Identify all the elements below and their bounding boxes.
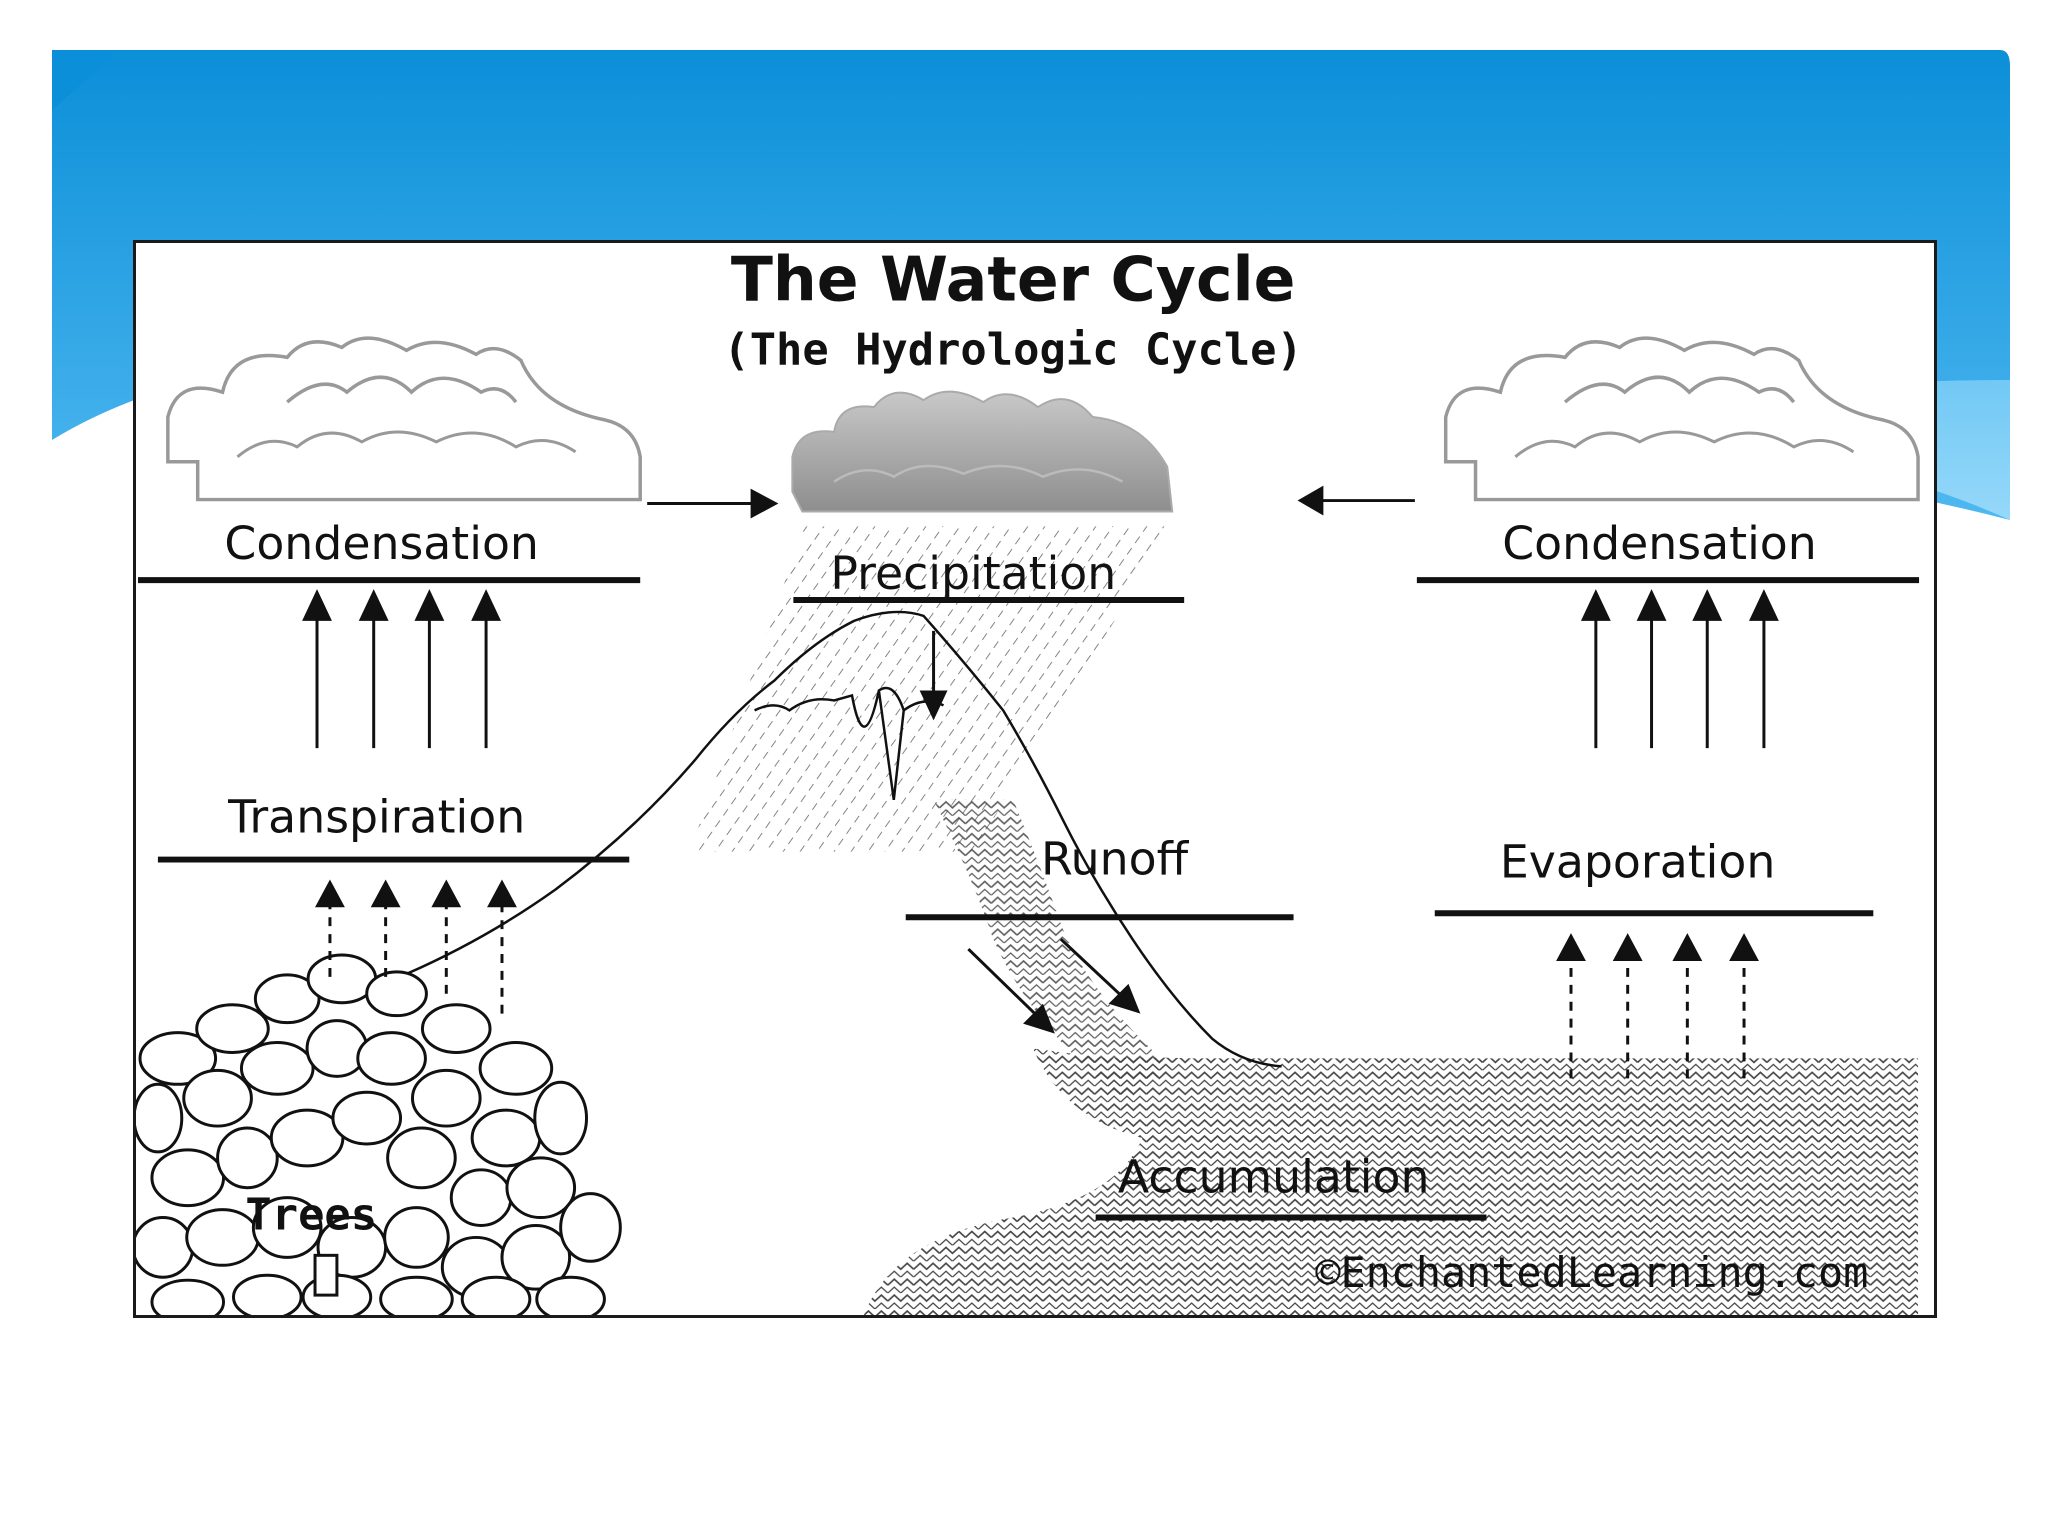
label-accumulation: Accumulation [1118,1151,1430,1204]
credit-text: ©EnchantedLearning.com [1315,1248,1868,1297]
trees-illustration [136,953,622,1315]
mountain-outline [406,610,1282,1068]
label-evaporation: Evaporation [1500,835,1775,888]
arrows-evaporation-dashed [1556,933,1759,1079]
diagram-title: The Water Cycle [731,244,1296,316]
cloud-icon-right [1443,336,1920,502]
arrows-runoff [967,938,1141,1034]
trees-label: Trees [245,1189,377,1240]
label-condensation-left: Condensation [224,517,539,570]
rain-cloud-icon [791,390,1174,513]
water-accumulation [863,1048,1919,1315]
arrows-transpiration-up [302,589,501,749]
label-transpiration: Transpiration [227,791,525,844]
label-runoff: Runoff [1041,832,1190,885]
precipitation-rain [689,526,1173,852]
arrow-precipitation-down [919,630,948,721]
water-cycle-diagram: The Water Cycle (The Hydrologic Cycle) [133,240,1937,1318]
cloud-icon-left [166,336,642,502]
label-condensation-right: Condensation [1502,517,1817,570]
runoff-stream [933,799,1173,1099]
arrows-transpiration-dashed [315,879,517,1014]
arrows-evaporation-up [1580,589,1779,749]
arrow-condensation-to-cloud-right [1297,485,1415,516]
arrow-condensation-to-cloud-left [647,488,779,519]
label-precipitation: Precipitation [830,547,1116,600]
diagram-subtitle: (The Hydrologic Cycle) [723,324,1302,375]
